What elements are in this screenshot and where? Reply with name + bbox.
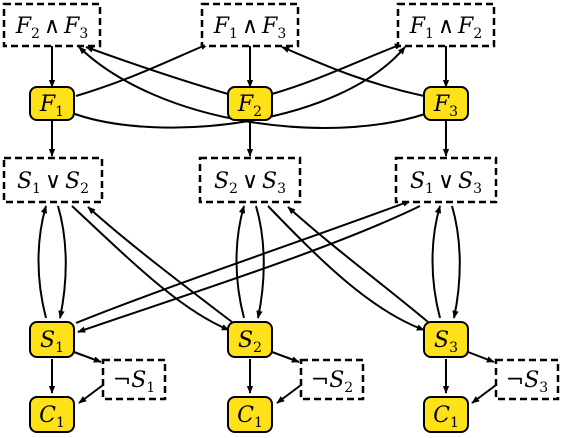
svg-text:¬S2: ¬S2 xyxy=(311,368,353,396)
edge-s1-mid3 xyxy=(75,200,411,324)
svg-text:S1: S1 xyxy=(40,328,64,356)
edge-s1-neg1 xyxy=(73,351,102,363)
edge-neg1-c1 xyxy=(78,384,104,404)
svg-text:F1: F1 xyxy=(39,92,64,120)
svg-text:C1: C1 xyxy=(39,403,65,431)
node-c-3: C1 xyxy=(423,396,469,433)
edge-mid1-s1 xyxy=(57,205,67,319)
node-f-2: F2 xyxy=(227,86,273,121)
edges xyxy=(37,43,497,404)
node-c-2: C1 xyxy=(227,396,273,433)
svg-text:C1: C1 xyxy=(237,403,263,431)
node-mid-1: S1∨S2 xyxy=(2,156,104,204)
svg-text:S1∨S3: S1∨S3 xyxy=(410,169,482,197)
edge-s2-mid1 xyxy=(87,206,233,323)
edge-mid3-s1 xyxy=(77,205,421,333)
svg-text:¬S3: ¬S3 xyxy=(506,368,548,396)
node-c-1: C1 xyxy=(29,396,75,433)
edge-neg2-c2 xyxy=(276,384,302,404)
edge-mid2-s3 xyxy=(267,205,425,331)
edge-mid3-s3 xyxy=(451,205,461,319)
edge-f2-top1 xyxy=(85,46,229,95)
edge-f1-top2 xyxy=(75,43,209,97)
edge-mid2-s2 xyxy=(255,205,265,319)
svg-text:F2∧F3: F2∧F3 xyxy=(15,14,88,42)
node-f-3: F3 xyxy=(423,86,469,121)
node-neg-1: ¬S1 xyxy=(101,358,167,401)
svg-text:¬S1: ¬S1 xyxy=(113,368,155,396)
node-mid-3: S1∨S3 xyxy=(394,156,498,204)
node-neg-3: ¬S3 xyxy=(494,358,560,401)
edge-s3-neg3 xyxy=(467,351,495,363)
edge-s3-mid2 xyxy=(287,206,429,323)
node-s-2: S2 xyxy=(227,321,273,358)
edge-s1-mid1 xyxy=(37,205,48,319)
edge-s2-neg2 xyxy=(271,351,300,363)
node-f-1: F1 xyxy=(29,86,75,121)
svg-text:S2∨S3: S2∨S3 xyxy=(214,169,286,197)
edge-f3-top2 xyxy=(281,46,425,97)
node-mid-2: S2∨S3 xyxy=(198,156,302,204)
svg-text:S3: S3 xyxy=(434,328,458,356)
edge-s3-mid3 xyxy=(431,205,442,319)
svg-text:S1∨S2: S1∨S2 xyxy=(17,169,89,197)
svg-text:F1∧F2: F1∧F2 xyxy=(409,14,482,42)
node-top-3: F1∧F2 xyxy=(396,2,496,48)
node-s-1: S1 xyxy=(29,321,75,358)
edge-f3-top1 xyxy=(78,46,426,129)
node-top-1: F2∧F3 xyxy=(2,2,102,48)
svg-text:F1∧F3: F1∧F3 xyxy=(213,14,286,42)
svg-text:F3: F3 xyxy=(433,92,458,120)
node-neg-2: ¬S2 xyxy=(299,358,365,401)
edge-s2-mid2 xyxy=(235,205,246,319)
node-top-2: F1∧F3 xyxy=(200,2,300,48)
svg-text:F2: F2 xyxy=(237,92,262,120)
edge-mid1-s2 xyxy=(71,205,230,331)
edge-neg3-c3 xyxy=(471,384,497,404)
node-s-3: S3 xyxy=(423,321,469,358)
svg-text:C1: C1 xyxy=(433,403,459,431)
svg-text:S2: S2 xyxy=(238,328,262,356)
